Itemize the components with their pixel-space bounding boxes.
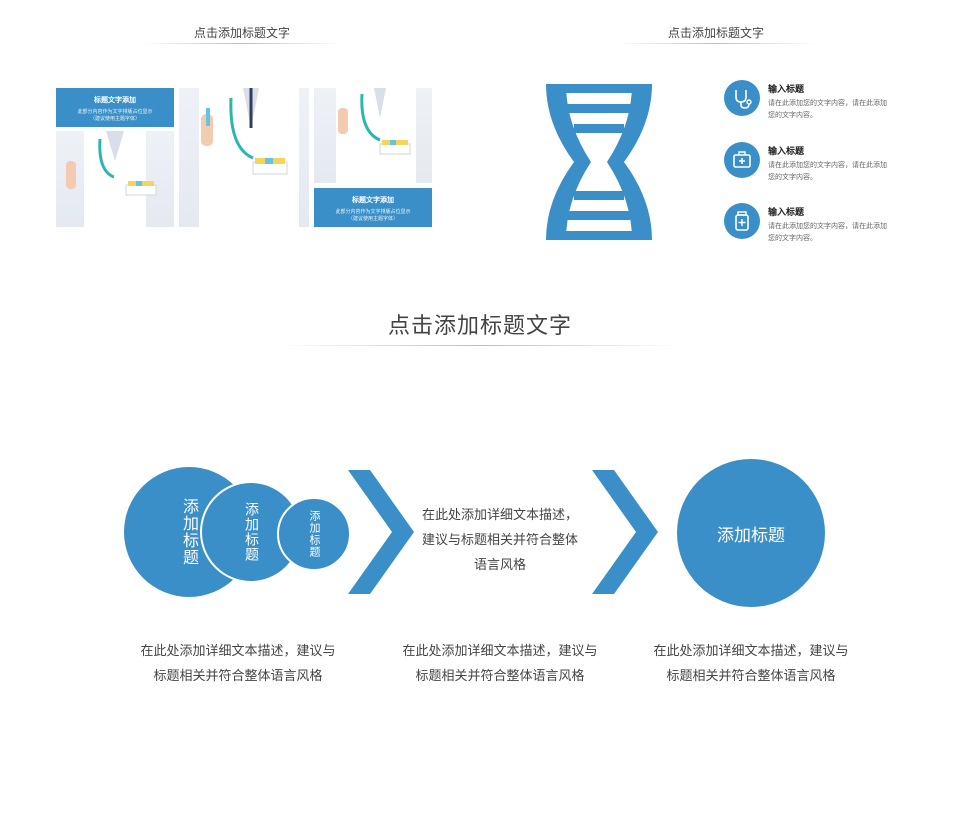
medicine-bottle-icon [724, 203, 760, 239]
doctor-photo-1 [56, 131, 174, 227]
feature-desc-3: 请在此添加您的文字内容，请在此添加您的文字内容。 [768, 222, 887, 242]
caption-box-top-title: 标题文字添加 [94, 96, 136, 104]
circle-small: 添加标题 [277, 497, 351, 571]
top-right-title: 点击添加标题文字 [667, 26, 764, 40]
chevron-right-icon [348, 470, 414, 594]
caption-box-bottom-title: 标题文字添加 [352, 196, 394, 204]
dna-icon [546, 84, 652, 240]
feature-title-1: 输入标题 [768, 85, 805, 95]
medical-kit-icon [724, 142, 760, 178]
bottom-title: 点击添加标题文字 [387, 314, 572, 339]
description-col-1: 在此处添加详细文本描述，建议与 标题相关并符合整体语言风格 [140, 644, 336, 684]
stethoscope-icon [724, 80, 760, 116]
caption-box-top-desc: 此部分内容作为文字排版占位显示 （建议使用主题字体） [77, 109, 153, 122]
circle-result: 添加标题 [677, 459, 825, 607]
caption-box-bottom: 标题文字添加 此部分内容作为文字排版占位显示 （建议使用主题字体） [314, 188, 432, 227]
top-left-title-underline [142, 43, 342, 44]
caption-box-top: 标题文字添加 此部分内容作为文字排版占位显示 （建议使用主题字体） [56, 88, 174, 127]
middle-description: 在此处添加详细文本描述， 建议与标题相关并符合整体 语言风格 [421, 508, 578, 573]
feature-item-2: 输入标题 请在此添加您的文字内容，请在此添加您的文字内容。 [724, 142, 904, 192]
feature-desc-2: 请在此添加您的文字内容，请在此添加您的文字内容。 [768, 161, 887, 181]
bottom-title-underline [280, 345, 680, 346]
description-col-3: 在此处添加详细文本描述，建议与 标题相关并符合整体语言风格 [653, 644, 849, 684]
top-right-title-underline [616, 43, 816, 44]
top-left-title: 点击添加标题文字 [193, 26, 290, 40]
description-col-2: 在此处添加详细文本描述，建议与 标题相关并符合整体语言风格 [402, 644, 598, 684]
feature-item-3: 输入标题 请在此添加您的文字内容，请在此添加您的文字内容。 [724, 203, 904, 253]
chevron-right-icon-2 [592, 470, 658, 594]
doctor-photo-3 [314, 88, 432, 183]
feature-desc-1: 请在此添加您的文字内容，请在此添加您的文字内容。 [768, 99, 887, 119]
feature-item-1: 输入标题 请在此添加您的文字内容，请在此添加您的文字内容。 [724, 80, 904, 130]
feature-title-2: 输入标题 [768, 147, 805, 157]
caption-box-bottom-desc: 此部分内容作为文字排版占位显示 （建议使用主题字体） [335, 209, 411, 222]
feature-title-3: 输入标题 [768, 208, 805, 218]
doctor-photo-2 [179, 88, 309, 227]
